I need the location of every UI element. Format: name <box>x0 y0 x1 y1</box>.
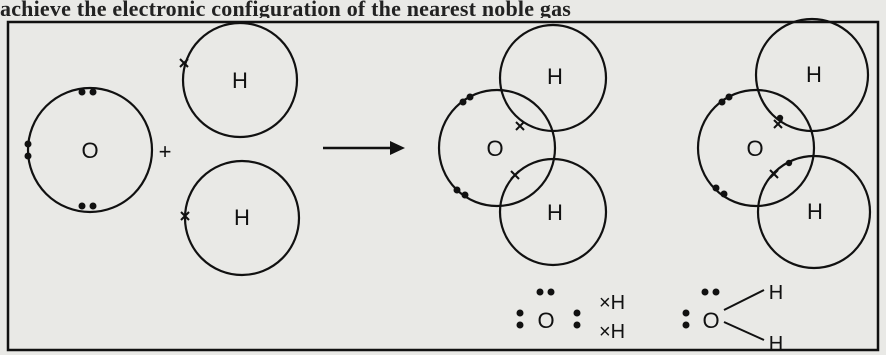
oxygen-shell-product-1 <box>437 88 557 208</box>
oxygen-shell-product-2 <box>696 88 816 208</box>
bond-lines <box>723 289 765 341</box>
reaction-arrow-icon <box>323 141 405 155</box>
diagram-frame <box>6 20 880 352</box>
oxygen-label-product-2: O <box>746 136 763 161</box>
hydrogen-electron-crosses <box>179 58 783 221</box>
hydrogen-shell-product-1-top <box>498 23 608 133</box>
hydrogen-shell-product-2-bottom <box>756 154 872 270</box>
lewis-right-h2: H <box>769 333 783 355</box>
hydrogen-shell-reactant-top <box>181 21 299 139</box>
lewis-left-h1: ×H <box>599 292 625 314</box>
hydrogen-label-product-1-top: H <box>547 64 563 89</box>
oxygen-shell-reactant <box>26 86 154 214</box>
hydrogen-label-reactant-bottom: H <box>234 205 250 230</box>
lewis-left-h2: ×H <box>599 321 625 343</box>
oxygen-label-product-1: O <box>486 136 503 161</box>
oxygen-label-reactant: O <box>81 138 98 163</box>
hydrogen-shell-reactant-bottom <box>183 159 301 277</box>
hydrogen-label-product-2-bottom: H <box>807 199 823 224</box>
lewis-right-h1: H <box>769 282 783 304</box>
lewis-left-oxygen: O <box>537 308 554 333</box>
header-caption: achieve the electronic configuration of … <box>0 0 572 18</box>
hydrogen-label-product-1-bottom: H <box>547 200 563 225</box>
hydrogen-label-product-2-top: H <box>806 62 822 87</box>
plus-sign: + <box>159 139 172 164</box>
hydrogen-shell-product-2-top <box>754 17 870 133</box>
hydrogen-label-reactant-top: H <box>232 68 248 93</box>
lewis-right-oxygen: O <box>702 308 719 333</box>
hydrogen-shell-product-1-bottom <box>498 157 608 267</box>
